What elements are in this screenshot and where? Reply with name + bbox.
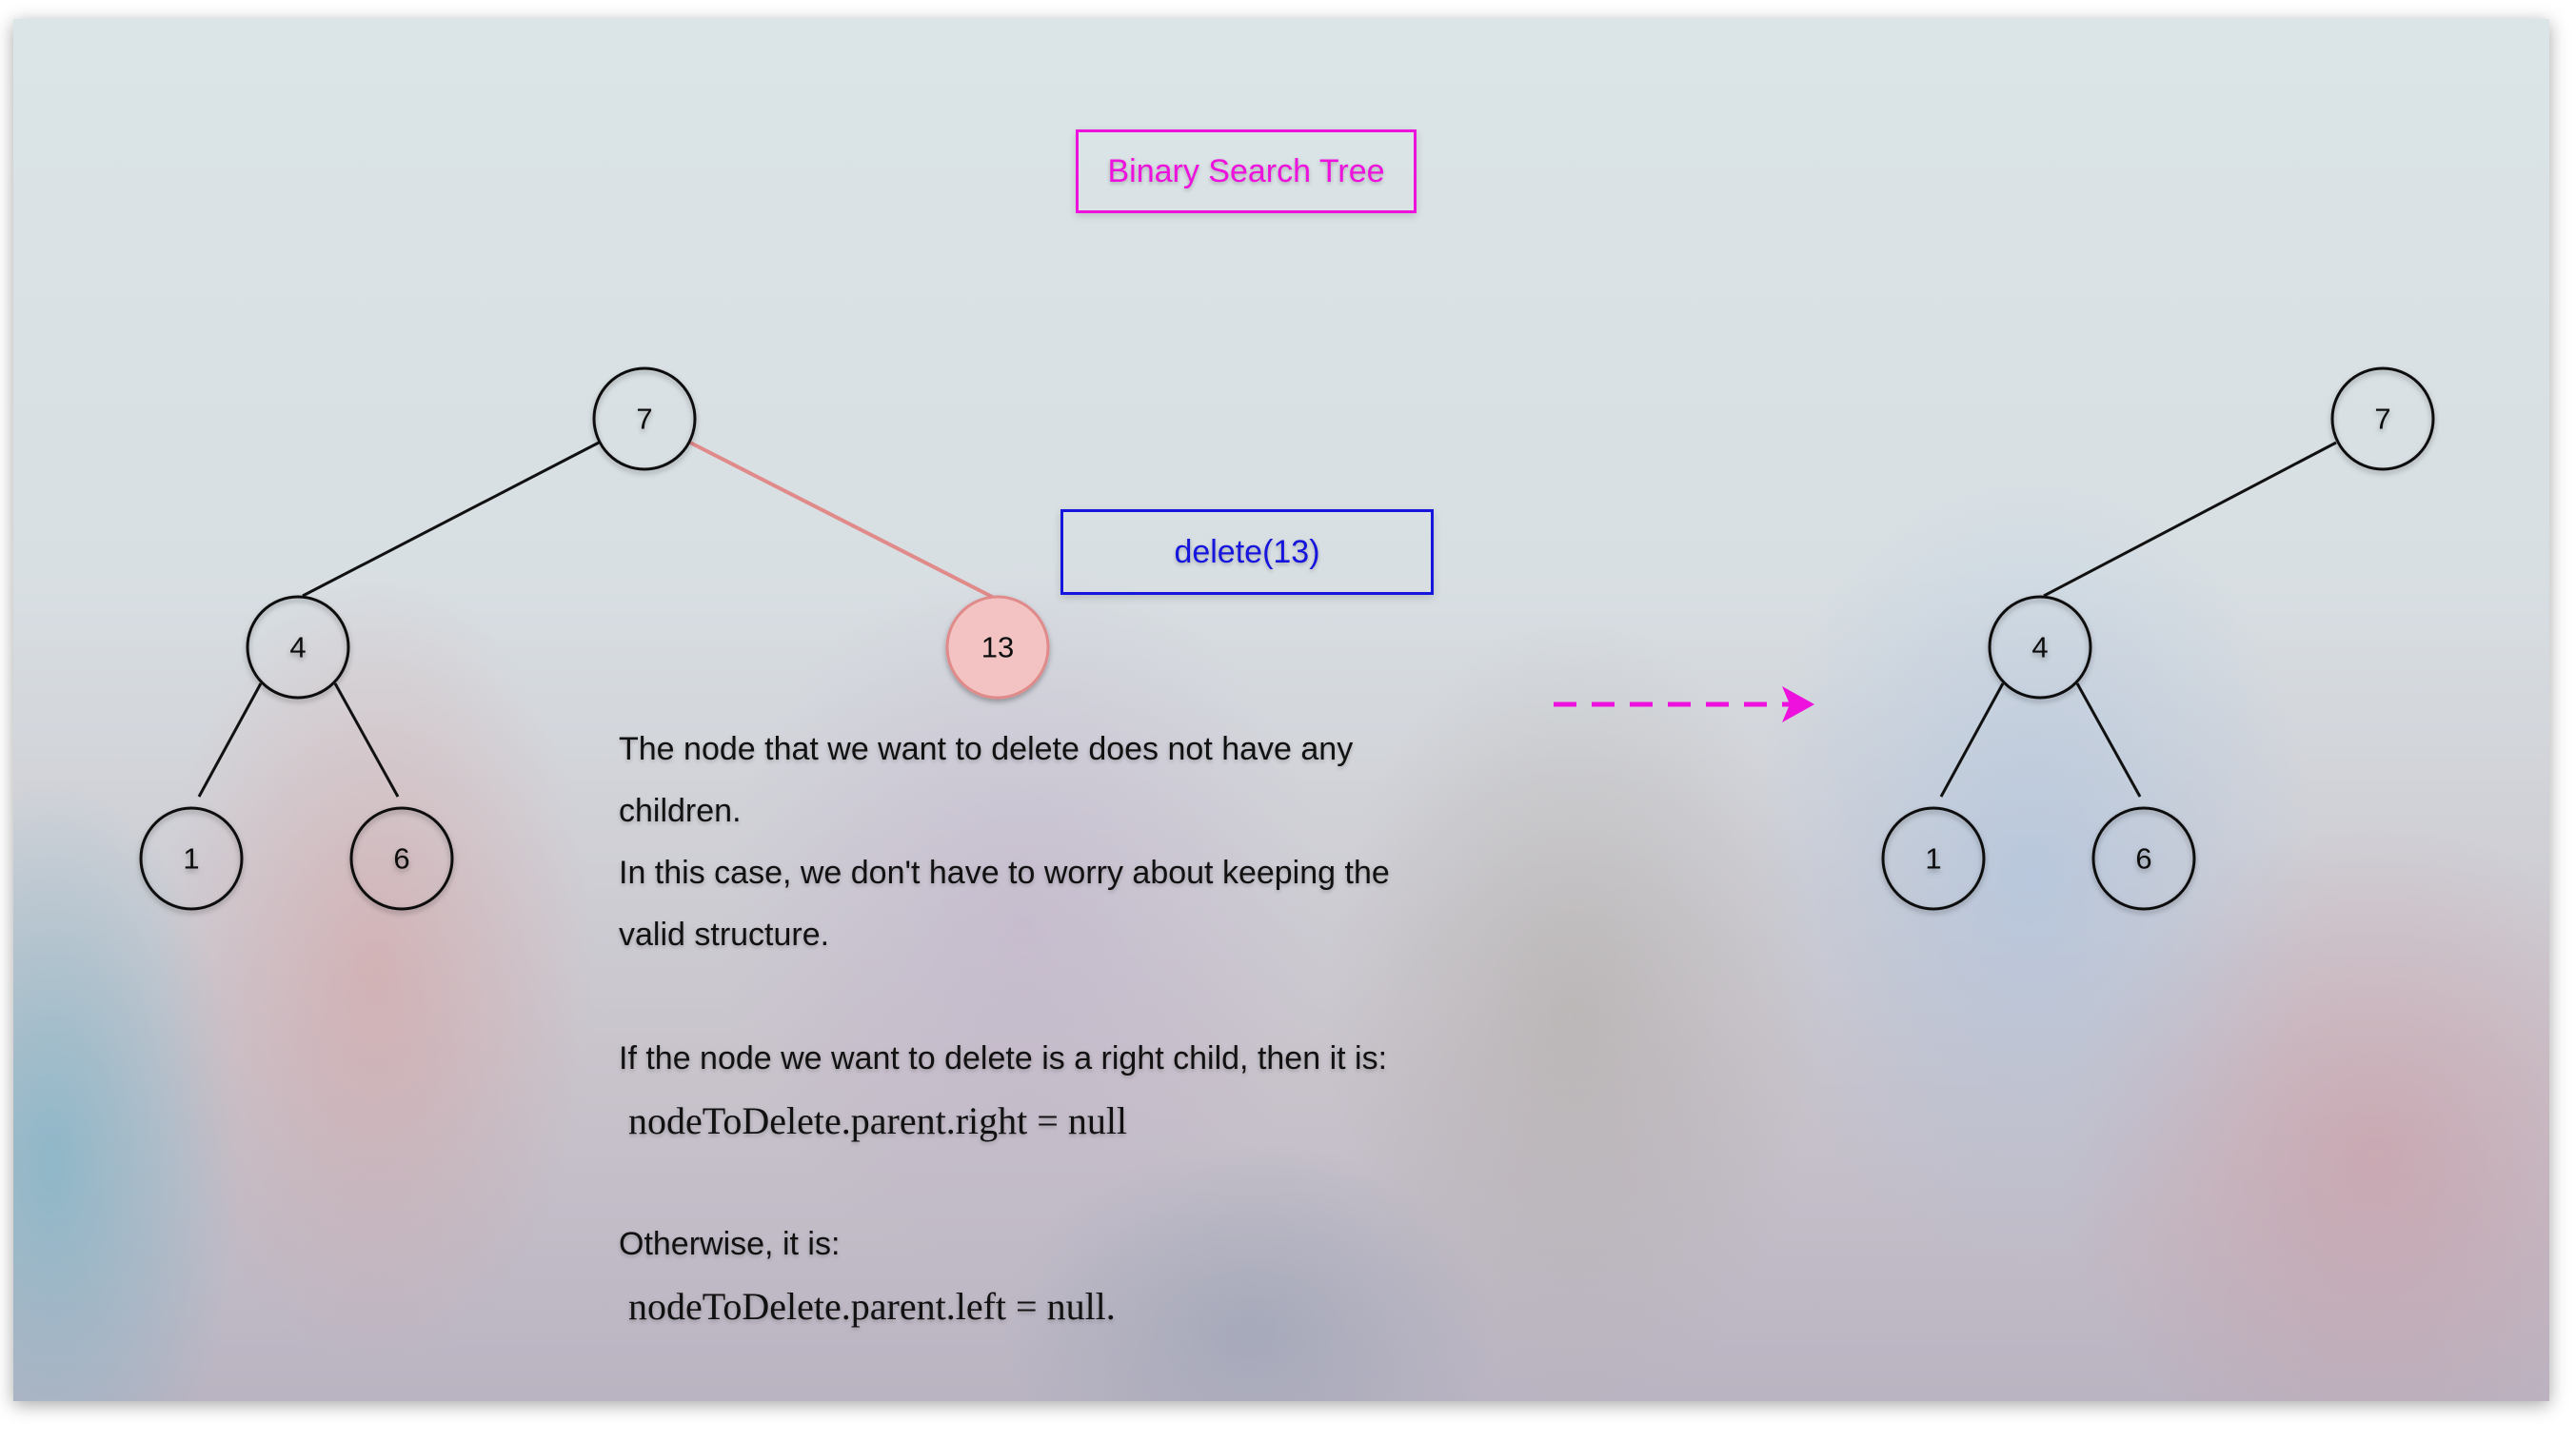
tree-node-4-after: 4	[1988, 595, 2092, 700]
tree-node-13-highlighted: 13	[945, 595, 1050, 700]
tree-node-6: 6	[349, 806, 454, 911]
node-label: 1	[183, 842, 199, 876]
node-label: 7	[636, 403, 652, 436]
node-label: 6	[393, 842, 409, 876]
operation-label: delete(13)	[1174, 533, 1320, 570]
tree-diagram: 7 4 13 1 6 7	[139, 366, 2435, 911]
spacer	[619, 966, 1495, 1028]
spacer	[619, 1152, 1495, 1214]
tree-node-7-after: 7	[2330, 366, 2435, 471]
node-label: 13	[981, 631, 1014, 664]
explanation-line: children.	[619, 793, 742, 829]
edge-4-6	[333, 682, 400, 798]
edge-4-1	[197, 682, 263, 798]
edge-4-1-after	[1939, 682, 2005, 798]
explanation-line: Otherwise, it is:	[619, 1226, 841, 1262]
explanation-line: If the node we want to delete is a right…	[619, 1040, 1388, 1077]
explanation-text: The node that we want to delete does not…	[619, 719, 1495, 1337]
formula-right-child: nodeToDelete.parent.right = null	[628, 1099, 1128, 1142]
tree-node-7: 7	[592, 366, 697, 471]
node-label: 6	[2135, 842, 2151, 876]
operation-box: delete(13)	[1060, 509, 1434, 595]
formula-left-child: nodeToDelete.parent.left = null.	[628, 1285, 1116, 1328]
edge-7-4	[302, 441, 600, 598]
node-label: 1	[1925, 842, 1941, 876]
node-label: 4	[2031, 631, 2048, 664]
tree-node-4: 4	[246, 595, 350, 700]
explanation-line: valid structure.	[619, 917, 830, 953]
edge-7-13-highlighted	[689, 441, 999, 602]
node-label: 4	[289, 631, 306, 664]
tree-node-1: 1	[139, 806, 244, 911]
edge-4-6-after	[2075, 682, 2142, 798]
diagram-canvas: 7 4 13 1 6 7	[13, 19, 2549, 1401]
edge-7-4-after	[2043, 441, 2337, 598]
transition-arrow	[1554, 686, 1814, 722]
tree-node-6-after: 6	[2091, 806, 2196, 911]
tree-node-1-after: 1	[1881, 806, 1986, 911]
explanation-line: In this case, we don't have to worry abo…	[619, 855, 1390, 891]
node-label: 7	[2374, 403, 2390, 436]
explanation-line: The node that we want to delete does not…	[619, 731, 1354, 767]
title-box: Binary Search Tree	[1076, 129, 1417, 213]
diagram-title: Binary Search Tree	[1107, 152, 1385, 189]
